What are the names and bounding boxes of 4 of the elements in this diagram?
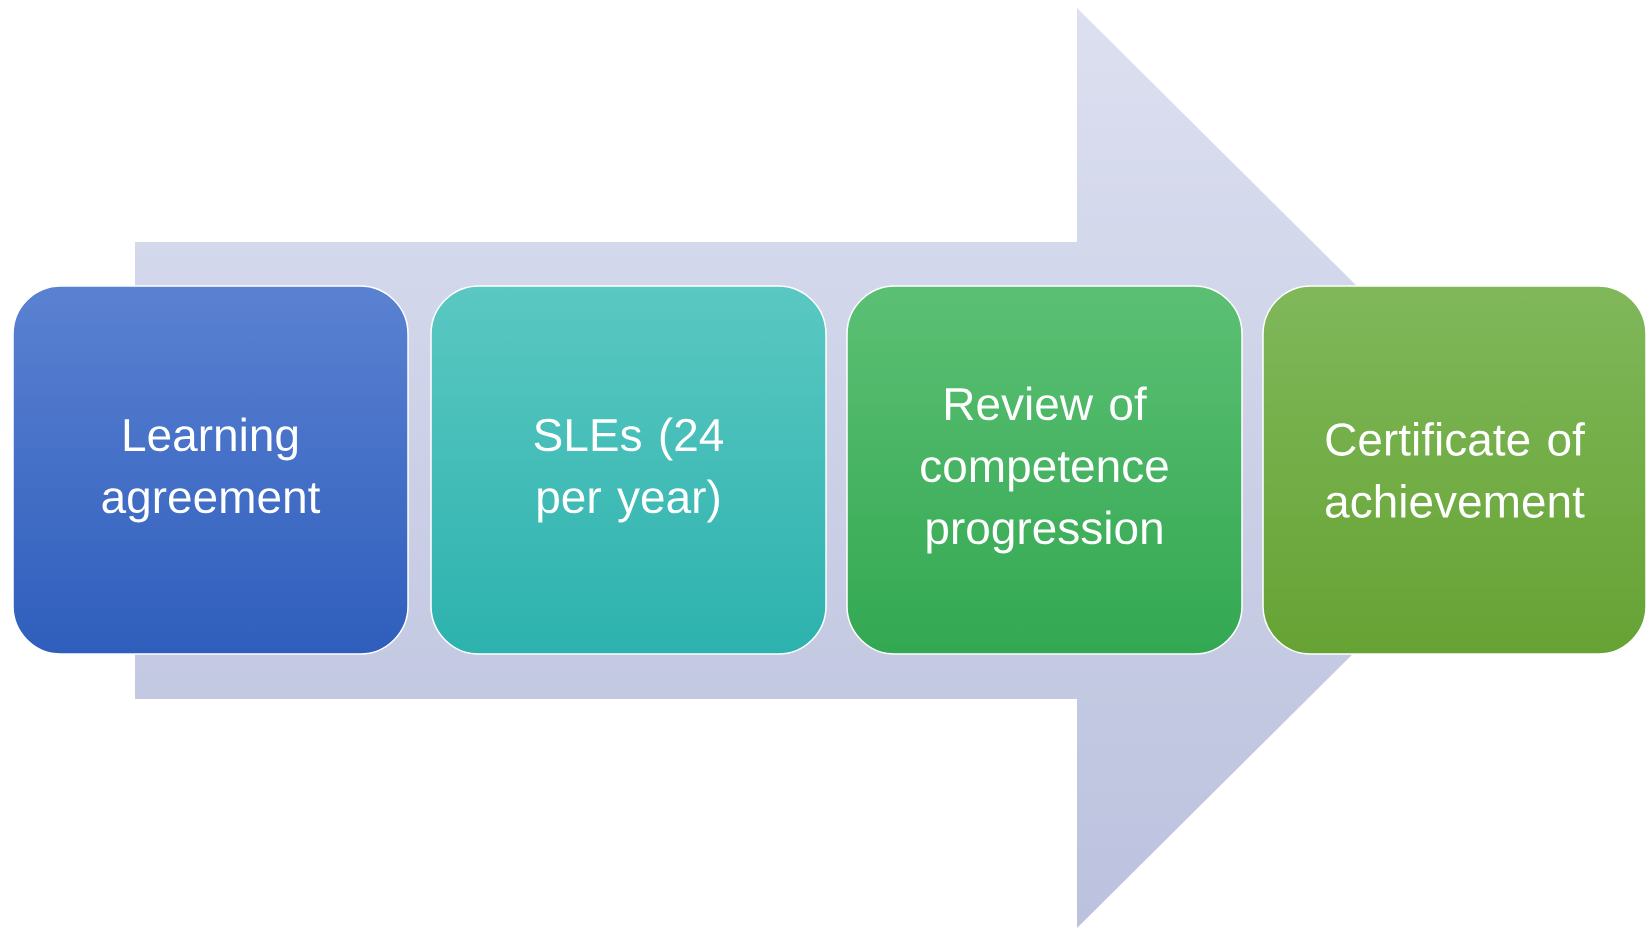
process-box: Certificate of achievement: [1262, 285, 1647, 655]
process-box: Review of competence progression: [846, 285, 1243, 655]
process-box: Learning agreement: [12, 285, 409, 655]
process-box: SLEs (24 per year): [430, 285, 827, 655]
